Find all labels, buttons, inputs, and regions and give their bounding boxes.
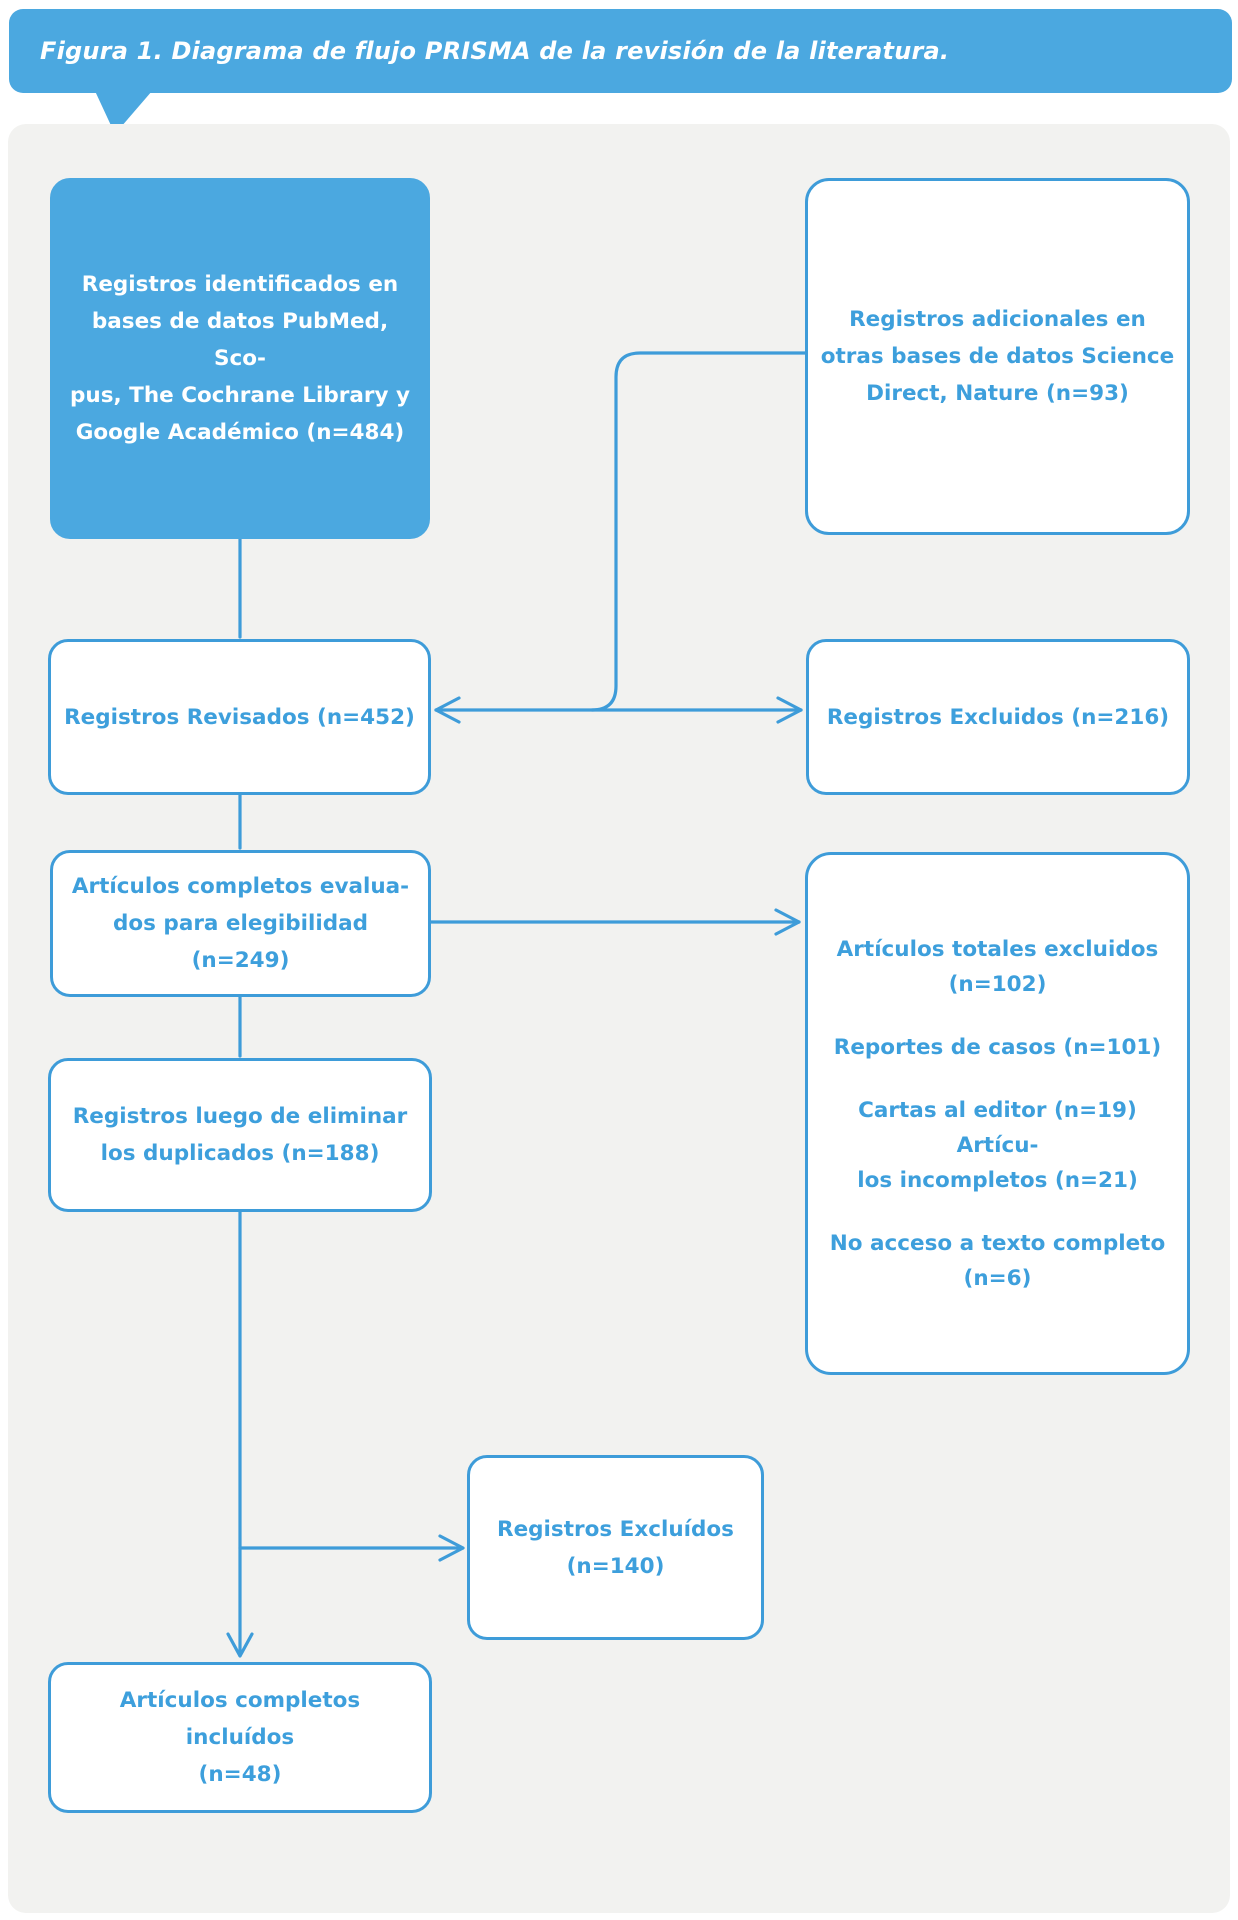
- node-records-reviewed-text: Registros Revisados (n=452): [64, 704, 415, 730]
- connector-assessed-to-excluded-total: [429, 908, 801, 936]
- connector-branch-to-excluded-140: [238, 1534, 465, 1562]
- node-records-excluded-140: Registros Excluídos(n=140): [467, 1455, 764, 1640]
- node-records-excluded-216: Registros Excluidos (n=216): [806, 639, 1190, 795]
- node-articles-assessed: Artículos completos evalua-dos para eleg…: [50, 850, 431, 997]
- excluded-total-paragraph-1: Artículos totales excluidos(n=102): [836, 936, 1159, 997]
- connector-reviewed-excluded-double-arrow: [434, 696, 803, 724]
- node-articles-included-text: Artículos completos incluídos(n=48): [119, 1688, 361, 1787]
- node-articles-assessed-text: Artículos completos evalua-dos para eleg…: [71, 874, 410, 973]
- excluded-total-paragraph-3: Cartas al editor (n=19) Artícu-los incom…: [857, 1097, 1138, 1193]
- connector-additional-join: [590, 351, 808, 712]
- node-records-reviewed: Registros Revisados (n=452): [48, 639, 431, 795]
- node-articles-included: Artículos completos incluídos(n=48): [48, 1662, 432, 1813]
- figure-caption-bar: Figura 1. Diagrama de flujo PRISMA de la…: [9, 9, 1232, 93]
- excluded-total-paragraph-4: No acceso a texto completo(n=6): [829, 1230, 1166, 1291]
- connector-deduplicated-to-included: [226, 1210, 254, 1658]
- figure-caption-text: Figura 1. Diagrama de flujo PRISMA de la…: [40, 37, 950, 65]
- excluded-total-paragraph-2: Reportes de casos (n=101): [833, 1034, 1162, 1060]
- node-records-excluded-216-text: Registros Excluidos (n=216): [826, 704, 1170, 730]
- node-articles-excluded-total: Artículos totales excluidos(n=102) Repor…: [805, 852, 1190, 1375]
- node-records-excluded-140-text: Registros Excluídos(n=140): [497, 1516, 734, 1579]
